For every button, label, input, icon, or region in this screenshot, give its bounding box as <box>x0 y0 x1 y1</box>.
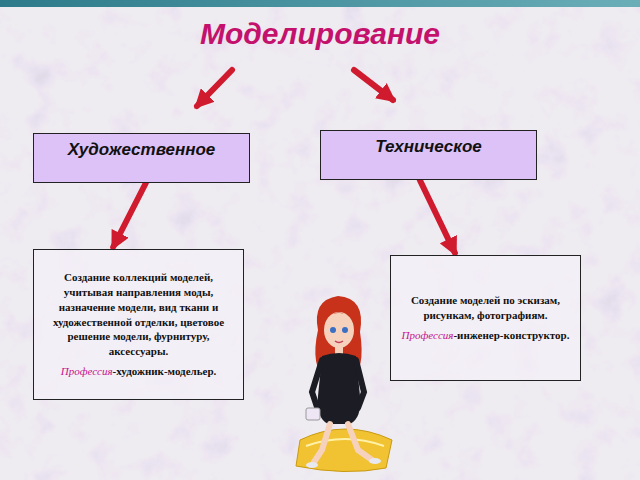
top-bar <box>0 0 640 7</box>
eye <box>342 327 348 333</box>
cushion <box>296 429 392 472</box>
profession-label: Профессия <box>61 365 113 377</box>
profession-name: -художник-модельер. <box>113 365 217 377</box>
description-text: Создание моделей по эскизам, рисункам, ф… <box>396 293 575 323</box>
profession-line: Профессия-художник-модельер. <box>61 364 217 379</box>
girl-illustration <box>296 296 392 472</box>
leg <box>314 424 330 462</box>
eye <box>330 327 336 333</box>
category-label: Художественное <box>68 140 216 160</box>
category-box: Техническое <box>320 130 537 180</box>
face <box>324 312 354 348</box>
arrow-connector <box>420 180 455 253</box>
profession-label: Профессия <box>402 329 454 341</box>
arrow-connector <box>113 183 146 247</box>
description-box: Создание коллекций моделей, учитывая нап… <box>33 249 244 400</box>
leg <box>348 424 372 460</box>
description-box: Создание моделей по эскизам, рисункам, ф… <box>390 255 581 381</box>
title-arrow <box>354 70 393 100</box>
category-label: Техническое <box>375 137 482 157</box>
shoe <box>306 462 318 468</box>
profession-line: Профессия-инженер-конструктор. <box>402 328 570 343</box>
cushion-shine <box>306 439 384 446</box>
neck <box>335 346 343 354</box>
profession-name: -инженер-конструктор. <box>453 329 569 341</box>
handbag <box>306 408 320 420</box>
title-arrow <box>197 70 232 106</box>
mouth <box>335 341 343 343</box>
arm <box>356 360 364 408</box>
category-box: Художественное <box>33 133 250 183</box>
fringe <box>324 313 354 321</box>
description-text: Создание коллекций моделей, учитывая нап… <box>39 270 238 359</box>
arm <box>312 360 322 410</box>
slide-title: Моделирование <box>0 16 640 52</box>
shoe <box>369 458 381 464</box>
